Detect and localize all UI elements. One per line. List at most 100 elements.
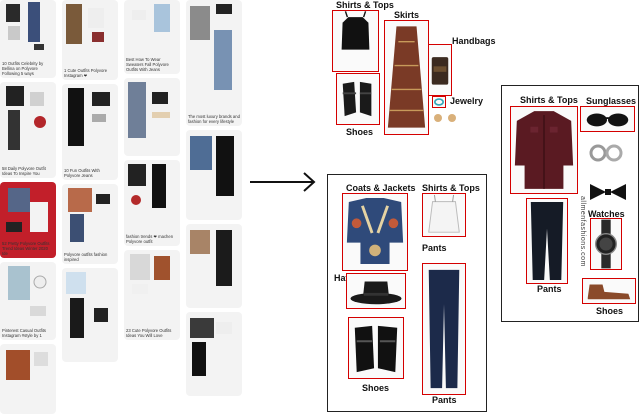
label-coats-jackets: Coats & Jackets — [346, 183, 416, 193]
pin-card[interactable]: Best How To Wear Sweaters Fall Polyvore … — [124, 0, 180, 74]
pin-card[interactable]: Pinterest Casual Outfits Instagram #styl… — [0, 262, 56, 340]
pin-card[interactable]: 58 Daily Polyvore Outfit Ideas To Inspir… — [0, 82, 56, 178]
outfit-photo — [6, 350, 48, 380]
pin-column-3: Best How To Wear Sweaters Fall Polyvore … — [124, 0, 180, 344]
bbox-coats-jackets[interactable] — [342, 193, 408, 271]
outfit-panel-1: Shirts & Tops Skirts Handbags Jewelry Sh… — [332, 0, 496, 142]
label-shirts-tops: Shirts & Tops — [336, 0, 394, 10]
pin-card[interactable] — [0, 344, 56, 414]
crop-top-image — [341, 11, 370, 50]
pin-column-1: 10 Outfits Celebrity by Bellina on Polyv… — [0, 0, 56, 418]
bbox-skirts[interactable] — [384, 20, 429, 135]
pin-caption: Polyvore outfits fashion inspired — [64, 252, 108, 262]
bbox-handbags[interactable] — [428, 44, 452, 96]
outfit-photo — [6, 2, 44, 50]
black-jeans-image — [530, 201, 564, 281]
outfit-photo — [128, 164, 166, 208]
bbox-shoes[interactable] — [348, 317, 404, 379]
pin-card[interactable]: Polyvore outfits fashion inspired — [62, 184, 118, 264]
bbox-jewelry[interactable] — [432, 96, 446, 108]
outfit-photo — [0, 182, 56, 258]
label-pants: Pants — [422, 243, 447, 253]
pin-caption: 58 Daily Polyvore Outfit Ideas To Inspir… — [2, 166, 46, 176]
outfit-photo — [68, 188, 110, 242]
outfit-photo — [128, 82, 170, 138]
pin-card[interactable] — [186, 312, 242, 396]
pin-card[interactable]: 10 Fun Outfits With Polyvore Jeans — [62, 84, 118, 180]
label-pants: Pants — [537, 284, 562, 294]
fedora-hat-image — [350, 281, 402, 305]
outfit-photo — [130, 254, 170, 294]
outfit-pin-grid: 10 Outfits Celebrity by Bellina on Polyv… — [0, 0, 245, 414]
bbox-sunglasses[interactable] — [580, 106, 635, 132]
pin-card[interactable]: 23 Cute Polyvore Outfits Ideas You Will … — [124, 250, 180, 340]
bbox-hats[interactable] — [346, 273, 406, 309]
bbox-shoes[interactable] — [582, 278, 636, 304]
sandals-image — [342, 81, 372, 117]
bow-tie-icon — [590, 184, 626, 200]
pin-card[interactable]: The most luxury brands and fashion for e… — [186, 0, 242, 126]
rings-image — [589, 144, 623, 162]
pin-card[interactable]: 1 Cute Outfits Polyvore Instagram ❤ — [62, 0, 118, 80]
outfit-photo — [6, 86, 46, 150]
pin-caption: 1 Cute Outfits Polyvore Instagram ❤ — [64, 68, 108, 78]
pin-card[interactable] — [186, 130, 242, 220]
pin-card[interactable] — [62, 268, 118, 362]
burgundy-shirt-image — [514, 111, 574, 189]
pin-caption: fashion trends ❤ machen Polyvore outfit — [126, 234, 174, 244]
label-sunglasses: Sunglasses — [586, 96, 637, 106]
outfit-photo — [8, 266, 47, 316]
earrings-image — [434, 114, 456, 122]
jeans-image — [428, 269, 460, 389]
label-pants-bottom: Pants — [432, 395, 457, 405]
sunglasses-image — [586, 113, 629, 127]
bbox-shirts-tops[interactable] — [332, 10, 379, 72]
label-shirts-tops: Shirts & Tops — [520, 95, 578, 105]
outfit-photo — [190, 136, 234, 196]
bbox-watches[interactable] — [590, 218, 622, 270]
bbox-shirts-tops[interactable] — [510, 106, 578, 194]
bbox-shirts-tops[interactable] — [422, 193, 466, 237]
pin-column-2: 1 Cute Outfits Polyvore Instagram ❤ 10 F… — [62, 0, 118, 366]
pin-column-4: The most luxury brands and fashion for e… — [186, 0, 242, 400]
pin-card[interactable] — [124, 78, 180, 156]
skirt-image — [387, 26, 426, 128]
outfit-photo — [190, 230, 232, 286]
pin-caption: 23 Cute Polyvore Outfits Ideas You Will … — [126, 328, 172, 338]
watch-image — [594, 219, 618, 269]
sandals-image — [354, 325, 398, 373]
pin-caption: Best How To Wear Sweaters Fall Polyvore … — [126, 57, 169, 72]
label-shoes: Shoes — [362, 383, 390, 393]
watermark: allmenfashions.com — [579, 196, 586, 267]
pin-card[interactable]: fashion trends ❤ machen Polyvore outfit — [124, 160, 180, 246]
bracelet-image — [434, 98, 444, 106]
label-hats: Hats — [334, 273, 354, 283]
outfit-photo — [190, 4, 232, 90]
handbag-image — [431, 57, 449, 85]
bbox-pants[interactable] — [526, 198, 568, 284]
label-watches: Watches — [588, 209, 625, 219]
label-shoes: Shoes — [346, 127, 374, 137]
kimono-jacket-image — [346, 198, 404, 264]
pin-card[interactable]: 10 Outfits Celebrity by Bellina on Polyv… — [0, 0, 56, 78]
pin-caption: The most luxury brands and fashion for e… — [188, 114, 240, 124]
bbox-pants[interactable] — [422, 263, 466, 395]
outfit-photo — [68, 88, 110, 146]
label-shirts-tops: Shirts & Tops — [422, 183, 480, 193]
label-shoes: Shoes — [596, 306, 624, 316]
pin-caption: 52 Pretty Polyvore Outfits Trend Ideas W… — [2, 241, 50, 256]
pin-card[interactable]: 52 Pretty Polyvore Outfits Trend Ideas W… — [0, 182, 56, 258]
outfit-photo — [66, 4, 104, 44]
bbox-shoes[interactable] — [336, 73, 380, 125]
outfit-panel-2: Coats & Jackets Shirts & Tops Pants Hats… — [327, 174, 487, 412]
right-arrow-icon — [250, 172, 316, 192]
pin-caption: Pinterest Casual Outfits Instagram #styl… — [2, 328, 46, 338]
label-skirts: Skirts — [394, 10, 420, 20]
chelsea-boots-image — [587, 284, 631, 300]
white-cami-image — [428, 194, 460, 233]
outfit-photo — [66, 272, 108, 338]
pin-caption: 10 Fun Outfits With Polyvore Jeans — [64, 168, 100, 178]
pin-card[interactable] — [186, 224, 242, 308]
label-handbags: Handbags — [452, 36, 496, 46]
pin-caption: 10 Outfits Celebrity by Bellina on Polyv… — [2, 61, 44, 76]
